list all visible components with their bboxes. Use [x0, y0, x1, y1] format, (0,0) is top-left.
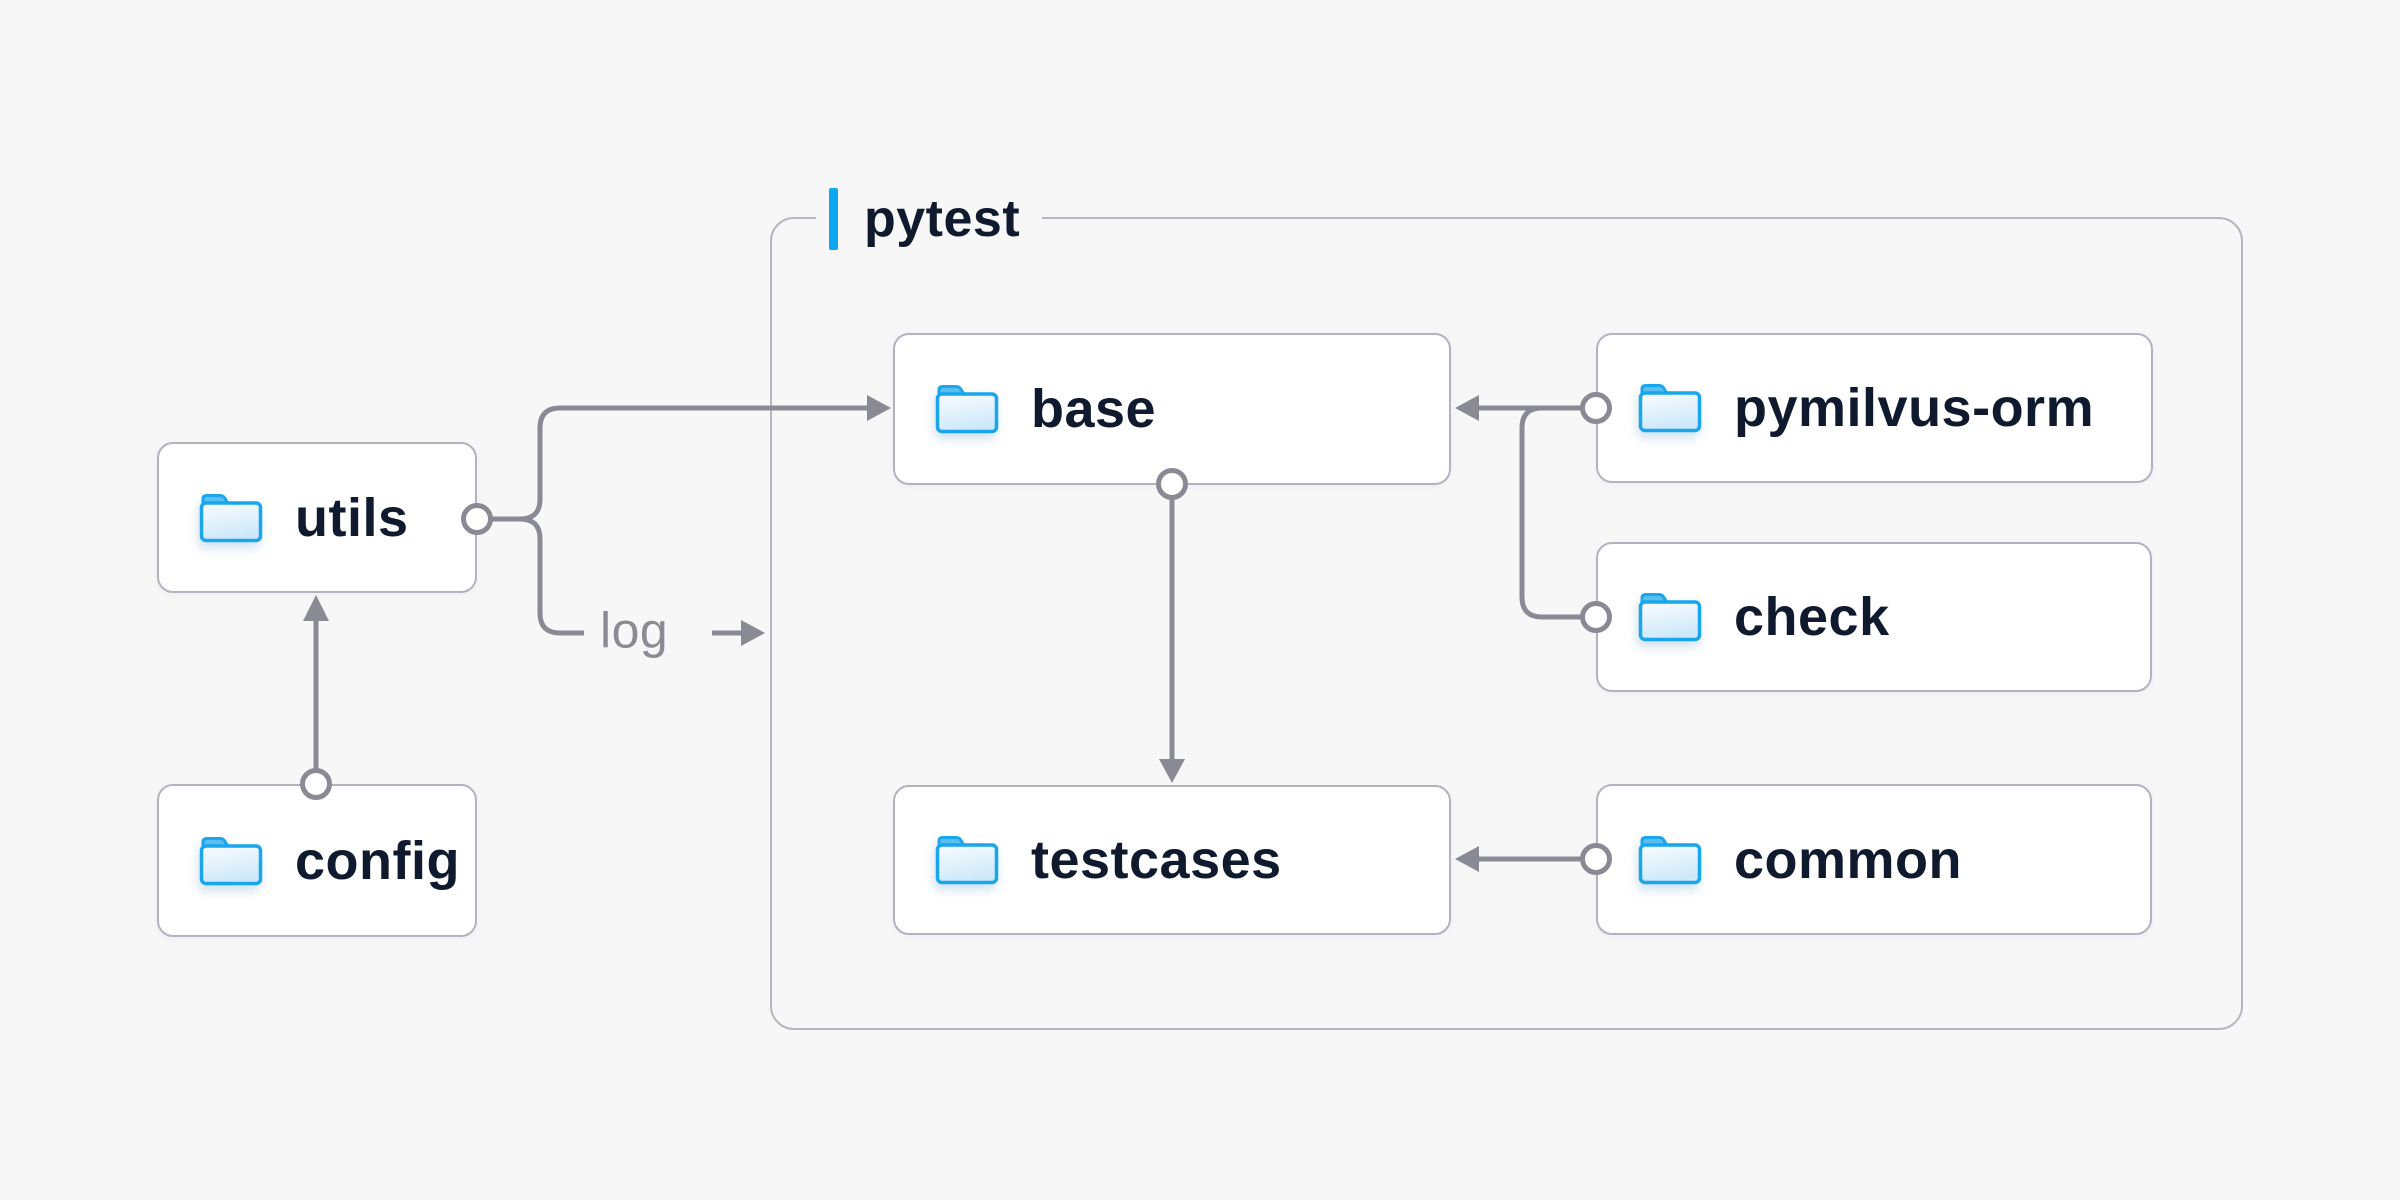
- node-testcases[interactable]: testcases: [893, 785, 1451, 935]
- folder-icon: [935, 835, 999, 885]
- node-label: pymilvus-orm: [1734, 378, 2095, 438]
- node-pymilvus-orm[interactable]: pymilvus-orm: [1596, 333, 2153, 483]
- group-accent-bar: [829, 188, 838, 250]
- folder-icon: [935, 384, 999, 434]
- folder-icon: [199, 493, 263, 543]
- node-config[interactable]: config: [157, 784, 477, 937]
- group-title: pytest: [864, 190, 1021, 248]
- folder-icon: [1638, 383, 1702, 433]
- node-check[interactable]: check: [1596, 542, 2152, 692]
- node-label: base: [1031, 379, 1157, 439]
- node-label: testcases: [1031, 830, 1282, 890]
- pytest-group-label: pytest: [816, 188, 1043, 250]
- edge-config-to-utils: [303, 595, 329, 779]
- node-common[interactable]: common: [1596, 784, 2152, 935]
- node-label: common: [1734, 829, 1963, 890]
- folder-icon: [1638, 835, 1702, 885]
- node-base[interactable]: base: [893, 333, 1451, 485]
- edge-label-log: log: [600, 602, 669, 659]
- pytest-group: pytest: [770, 188, 2243, 1030]
- node-label: check: [1734, 587, 1890, 647]
- node-label: config: [295, 830, 460, 891]
- node-label: utils: [295, 487, 409, 548]
- folder-icon: [199, 836, 263, 886]
- node-utils[interactable]: utils: [157, 442, 477, 593]
- folder-icon: [1638, 592, 1702, 642]
